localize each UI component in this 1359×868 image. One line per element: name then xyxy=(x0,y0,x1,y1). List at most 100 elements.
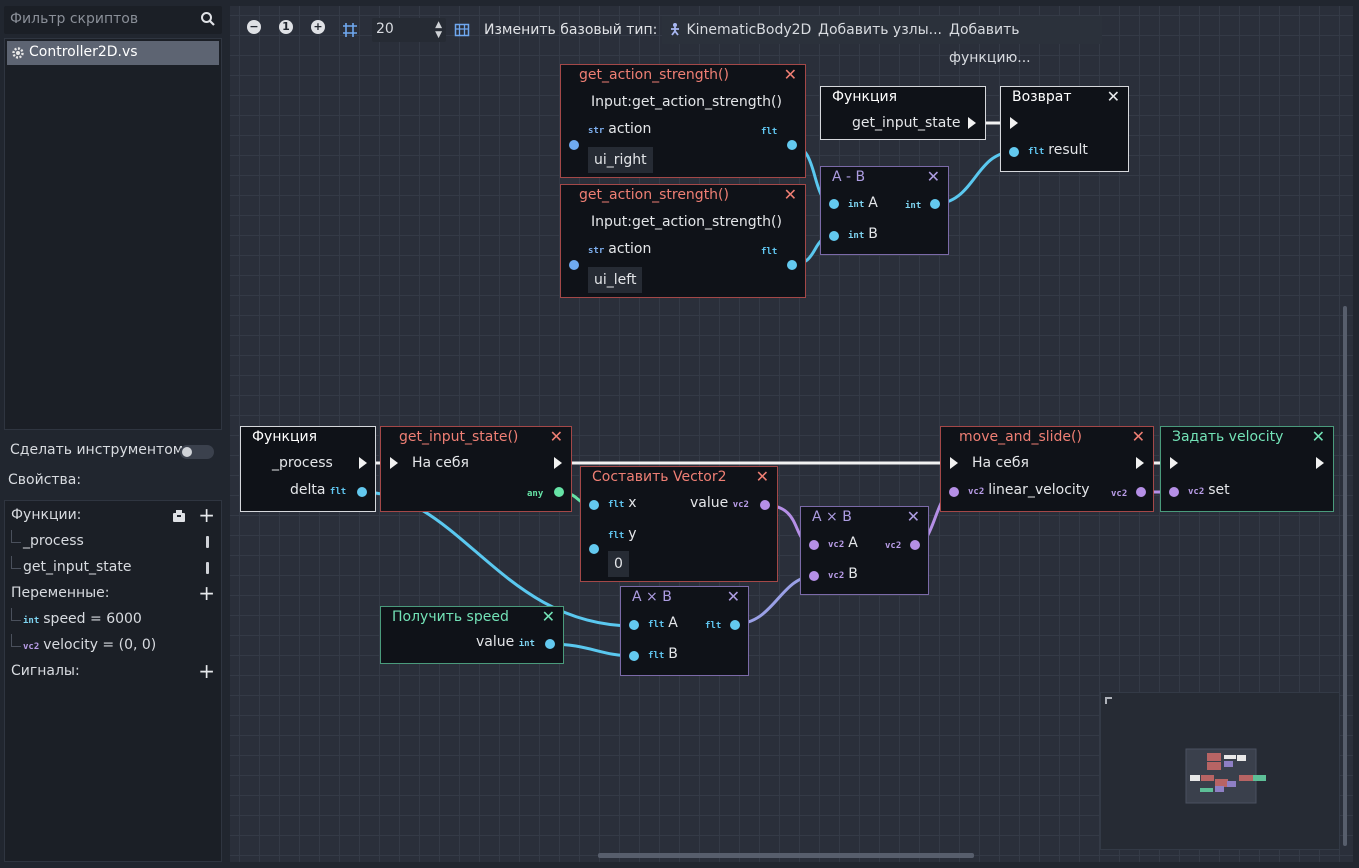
exec-in-port[interactable] xyxy=(1010,117,1018,129)
close-icon[interactable]: ✕ xyxy=(783,65,797,84)
input-port-b[interactable] xyxy=(829,231,839,241)
minimap-toggle-icon[interactable] xyxy=(454,22,470,38)
output-port[interactable] xyxy=(554,487,564,497)
signals-header[interactable]: Сигналы: + xyxy=(5,660,221,684)
exec-out-port[interactable] xyxy=(1316,457,1324,469)
close-icon[interactable]: ✕ xyxy=(926,167,940,186)
output-port[interactable] xyxy=(1136,487,1146,497)
add-function-icon[interactable]: + xyxy=(198,503,215,527)
input-port-x[interactable] xyxy=(589,500,599,510)
exec-out-port[interactable] xyxy=(554,457,562,469)
input-port[interactable] xyxy=(1009,147,1019,157)
add-signal-icon[interactable]: + xyxy=(198,659,215,683)
vector2-type-icon: vc2 xyxy=(828,540,845,550)
spin-arrows-icon[interactable]: ▲▼ xyxy=(435,20,442,40)
minimap-resize-handle[interactable] xyxy=(1105,697,1112,704)
exec-out-port[interactable] xyxy=(359,457,367,469)
add-nodes-button[interactable]: Добавить узлы... xyxy=(812,16,949,44)
close-icon[interactable]: ✕ xyxy=(755,467,769,486)
close-icon[interactable]: ✕ xyxy=(726,587,740,606)
y-value-field[interactable]: 0 xyxy=(608,551,629,577)
output-port[interactable] xyxy=(930,199,940,209)
port-label: B xyxy=(668,646,678,662)
close-icon[interactable]: ✕ xyxy=(549,427,563,446)
input-port-b[interactable] xyxy=(629,651,639,661)
horizontal-scrollbar[interactable] xyxy=(598,853,974,858)
add-function-button[interactable]: Добавить функцию... xyxy=(943,16,1102,66)
exec-out-port[interactable] xyxy=(968,117,976,129)
input-port[interactable] xyxy=(569,140,579,150)
output-port[interactable] xyxy=(760,500,770,510)
exec-in-port[interactable] xyxy=(390,457,398,469)
input-port-a[interactable] xyxy=(629,620,639,630)
node-title: Получить speed xyxy=(392,609,509,625)
edit-icon[interactable] xyxy=(206,536,209,548)
close-icon[interactable]: ✕ xyxy=(541,607,555,626)
zoom-in-icon[interactable]: + xyxy=(311,20,325,34)
add-variable-icon[interactable]: + xyxy=(198,581,215,605)
members-tree: Функции: + _process get_input_state Пере… xyxy=(4,500,222,862)
close-icon[interactable]: ✕ xyxy=(1106,87,1120,106)
exec-in-port[interactable] xyxy=(950,457,958,469)
close-icon[interactable]: ✕ xyxy=(1311,427,1325,446)
base-type-button[interactable]: KinematicBody2D xyxy=(662,16,818,44)
vector2-type-icon: vc2 xyxy=(23,642,40,652)
vertical-scrollbar[interactable] xyxy=(1343,306,1347,846)
output-port[interactable] xyxy=(787,140,797,150)
make-tool-toggle[interactable] xyxy=(180,445,214,459)
action-value-field[interactable]: ui_right xyxy=(588,147,653,173)
output-port[interactable] xyxy=(730,620,740,630)
input-port[interactable] xyxy=(949,487,959,497)
output-port[interactable] xyxy=(910,540,920,550)
exec-out-port[interactable] xyxy=(1136,457,1144,469)
variables-header[interactable]: Переменные: + xyxy=(5,582,221,606)
close-icon[interactable]: ✕ xyxy=(1131,427,1145,446)
node-function-get-input-state[interactable]: Функция get_input_state xyxy=(820,86,986,140)
input-port-a[interactable] xyxy=(829,199,839,209)
close-icon[interactable]: ✕ xyxy=(906,507,920,526)
node-get-input-state-call[interactable]: get_input_state() ✕ На себя any xyxy=(380,426,572,512)
function-item-get-input-state[interactable]: get_input_state xyxy=(5,556,221,580)
snap-step-spinbox[interactable]: 20 ▲▼ xyxy=(372,18,446,42)
functions-header[interactable]: Функции: + xyxy=(5,504,221,528)
self-label: На себя xyxy=(972,455,1029,471)
output-port[interactable] xyxy=(357,487,367,497)
node-get-action-strength-left[interactable]: get_action_strength() ✕ Input:get_action… xyxy=(560,184,806,298)
input-port-y[interactable] xyxy=(589,544,599,554)
input-port-a[interactable] xyxy=(809,540,819,550)
port-label: A xyxy=(868,195,878,211)
node-title: get_action_strength() xyxy=(579,67,729,83)
action-value-field[interactable]: ui_left xyxy=(588,267,643,293)
node-function-process[interactable]: Функция _process delta flt xyxy=(240,426,376,512)
output-port[interactable] xyxy=(545,639,555,649)
script-item-controller2d[interactable]: Controller2D.vs xyxy=(7,41,219,65)
close-icon[interactable]: ✕ xyxy=(783,185,797,204)
snap-grid-icon[interactable] xyxy=(342,22,358,38)
exec-in-port[interactable] xyxy=(1170,457,1178,469)
script-filter-input[interactable]: Фильтр скриптов xyxy=(4,6,222,34)
input-port-b[interactable] xyxy=(809,571,819,581)
zoom-out-icon[interactable]: − xyxy=(247,20,261,34)
string-type-icon: str xyxy=(588,126,605,136)
input-port[interactable] xyxy=(569,260,579,270)
output-port[interactable] xyxy=(787,260,797,270)
zoom-reset-icon[interactable]: 1 xyxy=(279,20,293,34)
properties-label: Свойства: xyxy=(8,472,82,488)
override-function-icon[interactable] xyxy=(171,508,187,524)
graph-minimap[interactable] xyxy=(1100,692,1340,850)
input-port[interactable] xyxy=(1169,487,1179,497)
edit-icon[interactable] xyxy=(206,562,209,574)
vector2-type-icon: vc2 xyxy=(1188,487,1205,497)
node-get-action-strength-right[interactable]: get_action_strength() ✕ Input:get_action… xyxy=(560,64,806,178)
node-get-speed[interactable]: Получить speed ✕ value int xyxy=(380,606,564,664)
function-item-process[interactable]: _process xyxy=(5,530,221,554)
